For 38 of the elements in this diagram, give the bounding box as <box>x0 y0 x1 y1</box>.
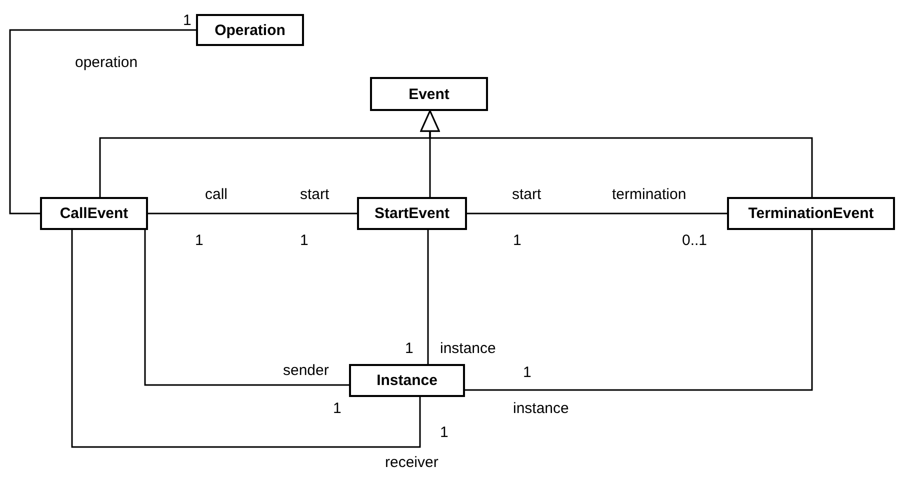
multiplicity: 1 <box>183 12 192 29</box>
multiplicity: 1 <box>300 232 308 249</box>
class-box <box>196 14 304 46</box>
association-line <box>427 230 429 364</box>
role-name: start <box>300 186 330 203</box>
multiplicity: 1 <box>195 232 204 249</box>
role-name: instance <box>513 400 569 417</box>
multiplicity: 1 <box>523 364 532 381</box>
role-name: termination <box>612 186 686 203</box>
class-name: CallEvent <box>60 205 128 222</box>
role-name: operation <box>75 54 138 71</box>
association-line <box>148 212 357 214</box>
class-name: Instance <box>376 372 438 389</box>
class-box <box>357 197 467 230</box>
association-line <box>144 230 349 386</box>
class-name: TerminationEvent <box>748 205 874 222</box>
class-name: StartEvent <box>374 205 450 222</box>
role-name: call <box>205 186 228 203</box>
association-line <box>71 230 421 448</box>
multiplicity: 1 <box>440 424 448 441</box>
multiplicity: 1 <box>513 232 522 249</box>
role-name: receiver <box>385 454 438 471</box>
association-line <box>465 230 813 391</box>
generalization-arrow <box>420 110 813 197</box>
class-box <box>349 364 465 397</box>
role-name: start <box>512 186 542 203</box>
multiplicity: 1 <box>333 400 342 417</box>
multiplicity: 0..1 <box>682 232 708 249</box>
multiplicity: 1 <box>405 340 414 357</box>
class-box <box>40 197 148 230</box>
class-box <box>370 77 488 111</box>
role-name: instance <box>440 340 496 357</box>
association-line <box>467 212 727 214</box>
class-name: Operation <box>214 22 286 38</box>
class-box <box>727 197 895 230</box>
association-line <box>9 29 196 214</box>
class-name: Event <box>408 86 450 102</box>
role-name: sender <box>283 362 329 379</box>
